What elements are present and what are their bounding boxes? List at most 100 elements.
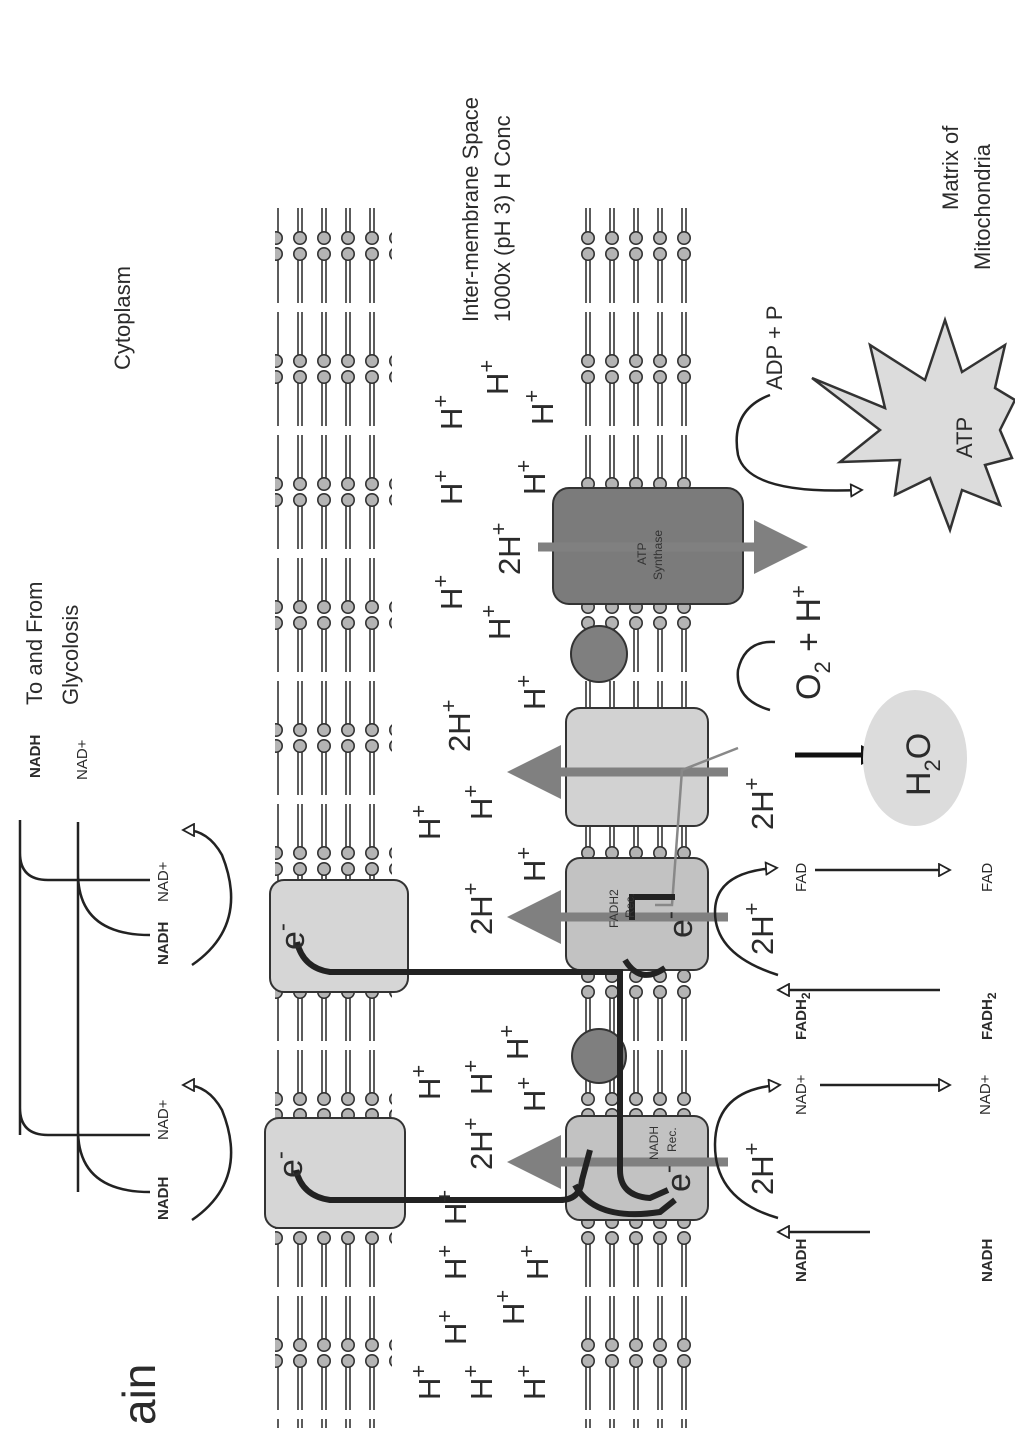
h-plus-19: H+ [428,470,469,505]
h-plus-5: H+ [490,1290,531,1325]
svg-text:2H+: 2H+ [739,903,780,956]
svg-text:NAD+: NAD+ [977,1074,994,1115]
h-plus-16: H+ [511,675,552,710]
h-plus-6: H+ [432,1245,473,1280]
electron-route-to-oxygen [655,746,739,907]
glycolysis-line-1: To and From [22,582,47,706]
matrix-fad-label-2: FAD [979,863,996,892]
electron-path-1 [293,1149,593,1203]
h-plus-15: H+ [511,847,552,882]
svg-text:H+: H+ [458,1365,499,1400]
matrix-nad-label-2: NAD+ [977,1074,994,1115]
svg-text:H+: H+ [432,1190,473,1225]
nadh-rec-label-2: Rec. [665,1127,679,1152]
svg-text:2H+: 2H+ [458,883,499,936]
outer-nad-label-2: NAD+ [155,861,172,902]
svg-text:Rec.: Rec. [623,893,637,918]
electron-inner-2: e- [657,911,700,938]
h-plus-9: H+ [406,1065,447,1100]
ims-2h-2: 2H+ [458,883,499,936]
svg-text:2H+: 2H+ [436,700,477,753]
outer-nadh-label-2: NADH [155,922,172,965]
svg-text:H+: H+ [511,460,552,495]
svg-text:Synthase: Synthase [651,530,665,580]
intermembrane-label-1: Inter-membrane Space [458,97,483,322]
svg-text:2H+: 2H+ [739,778,780,831]
svg-text:ADP + P: ADP + P [762,305,787,390]
atp-label: ATP [952,417,977,458]
matrix-nadh-label-2: NADH [979,1239,996,1282]
svg-text:H+: H+ [519,390,560,425]
matrix-fad-label-1: FAD [793,863,810,892]
adp-p-label: ADP + P [762,305,787,390]
h-plus-13: H+ [406,805,447,840]
svg-text:NADH: NADH [155,1177,172,1220]
svg-text:Matrix of: Matrix of [938,125,963,210]
svg-text:NADH: NADH [979,1239,996,1282]
h-plus-18: H+ [428,575,469,610]
electron-path-4 [622,958,667,978]
ims-2h-4: 2H+ [486,523,527,576]
svg-text:H+: H+ [428,575,469,610]
adp-to-atp-curve [735,393,860,491]
svg-text:H+: H+ [428,395,469,430]
svg-text:ATP: ATP [635,543,649,565]
svg-text:O2 + H+: O2 + H+ [786,585,835,700]
svg-text:FADH2: FADH2 [793,992,813,1040]
complex-iv [565,707,709,827]
title-fragment: ain [113,1364,165,1425]
svg-text:Cytoplasm: Cytoplasm [110,266,135,370]
matrix-nad-label-1: NAD+ [793,1074,810,1115]
matrix-nadh-label-1: NADH [793,1239,810,1282]
nadh-receptor-complex [565,1115,709,1221]
svg-text:ain: ain [113,1364,165,1425]
glycolysis-label: To and From [22,582,47,706]
svg-text:2H+: 2H+ [486,523,527,576]
svg-text:1000x (pH 3) H Conc: 1000x (pH 3) H Conc [490,115,515,322]
svg-text:H+: H+ [474,360,515,395]
svg-text:NADH: NADH [647,1126,661,1160]
electron-outer-1: e- [267,1151,310,1178]
svg-text:H+: H+ [490,1290,531,1325]
svg-text:H+: H+ [511,1365,552,1400]
h-plus-22: H+ [474,360,515,395]
atp-synthase-label-2: Synthase [651,530,665,580]
svg-text:H+: H+ [511,675,552,710]
water-label: H2O [900,733,945,796]
outer-nadh-curve-2 [185,830,233,967]
h-plus-1: H+ [406,1365,447,1400]
svg-text:NADH: NADH [793,1239,810,1282]
svg-text:H+: H+ [476,605,517,640]
svg-text:Mitochondria: Mitochondria [970,143,995,270]
h-plus-11: H+ [511,1077,552,1112]
intermembrane-label-2: 1000x (pH 3) H Conc [490,115,515,322]
glycolysis-nad-line [76,822,151,1194]
svg-text:e-: e- [269,923,312,950]
svg-text:FADH2: FADH2 [979,992,999,1040]
h-plus-7: H+ [514,1245,555,1280]
electron-path-3 [572,1183,677,1218]
ubiquinone-carrier [571,1028,627,1084]
cytoplasm-label: Cytoplasm [110,266,135,370]
ims-2h-3: 2H+ [436,700,477,753]
svg-text:FADH2: FADH2 [607,889,621,928]
electron-inner-1: e- [655,1165,698,1192]
svg-text:H+: H+ [432,1245,473,1280]
outer-transporter-2 [269,879,409,993]
svg-text:Glycolosis: Glycolosis [58,605,83,705]
matrix-label-1: Matrix of [938,125,963,210]
svg-text:Rec.: Rec. [665,1127,679,1152]
matrix-fadh2-label-2: FADH2 [979,992,999,1040]
svg-text:H+: H+ [432,1310,473,1345]
svg-text:ATP: ATP [952,417,977,458]
water-bubble [863,690,967,826]
svg-text:H+: H+ [406,1365,447,1400]
nadh-rec-label-1: NADH [647,1126,661,1160]
h-plus-20: H+ [511,460,552,495]
matrix-2h-2: 2H+ [739,903,780,956]
svg-text:e-: e- [657,911,700,938]
ims-2h-1: 2H+ [458,1118,499,1171]
h-plus-10: H+ [458,1060,499,1095]
atp-burst [811,316,1015,534]
svg-text:NADH: NADH [155,922,172,965]
